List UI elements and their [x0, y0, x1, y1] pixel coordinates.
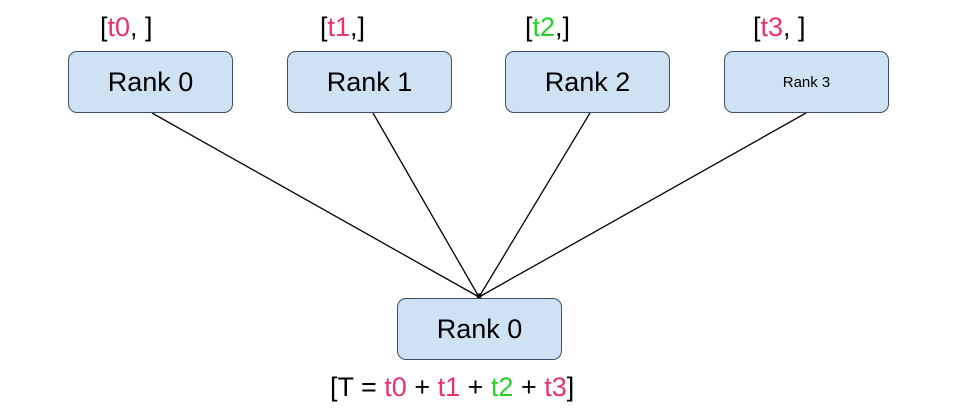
edge-rank3-to-root — [478, 112, 807, 298]
tag-close-bracket: ,] — [350, 12, 366, 42]
sum-plus: + — [460, 372, 491, 402]
node-root-rank0: Rank 0 — [397, 298, 562, 360]
edge-rank1-to-root — [372, 112, 480, 298]
tag-rank3-buffer: [t3, ] — [753, 12, 806, 42]
tag-value-t0: t0 — [107, 12, 131, 42]
node-label: Rank 1 — [326, 66, 413, 97]
node-rank0: Rank 0 — [68, 51, 233, 113]
tag-open-bracket: [ — [525, 12, 533, 42]
node-label: Rank 2 — [544, 66, 631, 97]
sum-term-t0: t0 — [384, 372, 407, 402]
node-label: Rank 3 — [782, 73, 831, 91]
node-rank3: Rank 3 — [724, 51, 889, 113]
sum-expression: [T = t0 + t1 + t2 + t3] — [330, 372, 574, 402]
sum-open: [T = — [330, 372, 385, 402]
sum-plus: + — [406, 372, 438, 402]
tag-value-t3: t3 — [760, 12, 784, 42]
sum-term-t1: t1 — [437, 372, 461, 402]
tag-open-bracket: [ — [100, 12, 108, 42]
tag-value-t2: t2 — [532, 12, 556, 42]
tag-rank1-buffer: [t1,] — [320, 12, 365, 42]
tag-close-bracket: ,] — [555, 12, 571, 42]
tag-value-t1: t1 — [327, 12, 351, 42]
sum-term-t2: t2 — [490, 372, 514, 402]
node-rank2: Rank 2 — [505, 51, 670, 113]
tag-close-bracket: , ] — [783, 12, 806, 42]
sum-plus: + — [513, 372, 545, 402]
tag-open-bracket: [ — [320, 12, 328, 42]
tag-close-bracket: , ] — [130, 12, 153, 42]
edge-rank0-to-root — [151, 112, 480, 298]
sum-close: ] — [566, 372, 575, 402]
edge-junction-point — [476, 293, 482, 299]
tag-rank0-buffer: [t0, ] — [100, 12, 153, 42]
tag-open-bracket: [ — [753, 12, 761, 42]
tag-rank2-buffer: [t2,] — [525, 12, 570, 42]
sum-term-t3: t3 — [544, 372, 567, 402]
node-label: Rank 0 — [107, 66, 194, 97]
node-label: Rank 0 — [436, 313, 523, 344]
edge-rank2-to-root — [478, 112, 591, 298]
node-rank1: Rank 1 — [287, 51, 452, 113]
